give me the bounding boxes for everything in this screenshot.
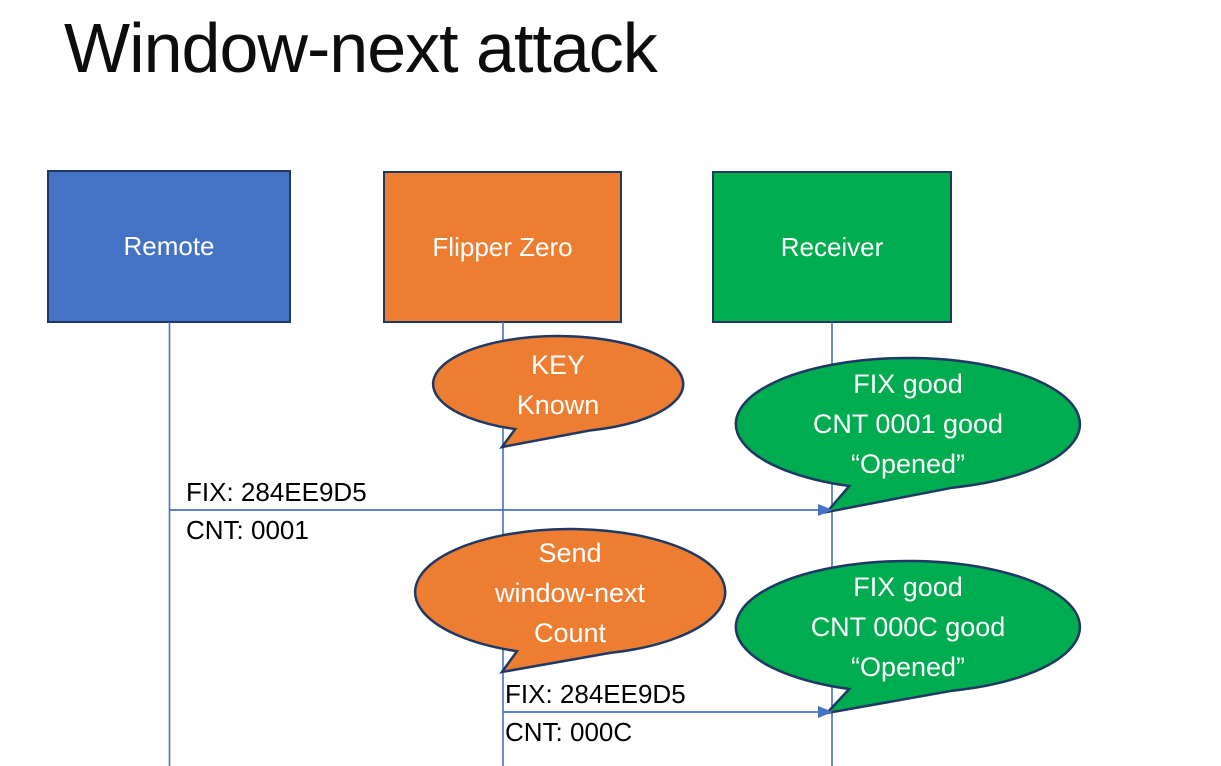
actor-label-receiver: Receiver bbox=[780, 231, 884, 262]
actor-box-receiver: Receiver bbox=[712, 171, 952, 323]
message2-label-cnt: CNT: 000C bbox=[505, 717, 633, 747]
message-arrow-flipper-to-receiver bbox=[503, 706, 833, 718]
callout-line: CNT 0001 good bbox=[812, 409, 1004, 439]
callout-line: window-next bbox=[494, 577, 646, 608]
actor-label-flipper-zero: Flipper Zero bbox=[432, 231, 573, 262]
message-arrow-remote-to-receiver bbox=[169, 504, 833, 516]
actor-box-flipper-zero: Flipper Zero bbox=[383, 171, 622, 323]
callout-line: “Opened” bbox=[850, 652, 966, 682]
callout-line: FIX good bbox=[853, 369, 963, 399]
slide-title: Window-next attack bbox=[64, 9, 658, 87]
callout-line: Send bbox=[538, 537, 602, 568]
arrowhead-icon bbox=[818, 504, 833, 516]
message2-label-fix: FIX: 284EE9D5 bbox=[505, 679, 686, 709]
callout-line: KEY bbox=[530, 349, 586, 380]
callout-line: Known bbox=[516, 389, 600, 420]
arrowhead-icon bbox=[818, 706, 833, 718]
callout-text-key-known: KEY Known bbox=[433, 337, 683, 432]
callout-bubble-opened-1 bbox=[734, 356, 1082, 514]
callout-line: CNT 000C good bbox=[810, 612, 1006, 642]
message1-label-cnt: CNT: 0001 bbox=[186, 515, 309, 545]
callout-line: Count bbox=[533, 617, 607, 648]
message1-label-fix: FIX: 284EE9D5 bbox=[186, 477, 367, 507]
callout-line: “Opened” bbox=[850, 449, 966, 479]
callout-bubble-key-known bbox=[431, 334, 685, 449]
callout-bubble-opened-2 bbox=[734, 559, 1082, 715]
actor-label-remote: Remote bbox=[123, 231, 215, 261]
callout-line: FIX good bbox=[853, 572, 963, 602]
callout-bubble-send-window-next bbox=[413, 527, 727, 674]
callout-text-send-window-next: Send window-next Count bbox=[415, 530, 725, 655]
callout-text-opened-2: FIX good CNT 000C good “Opened” bbox=[736, 561, 1080, 693]
callout-text-opened-1: FIX good CNT 0001 good “Opened” bbox=[736, 358, 1080, 490]
actor-box-remote: Remote bbox=[47, 170, 291, 323]
